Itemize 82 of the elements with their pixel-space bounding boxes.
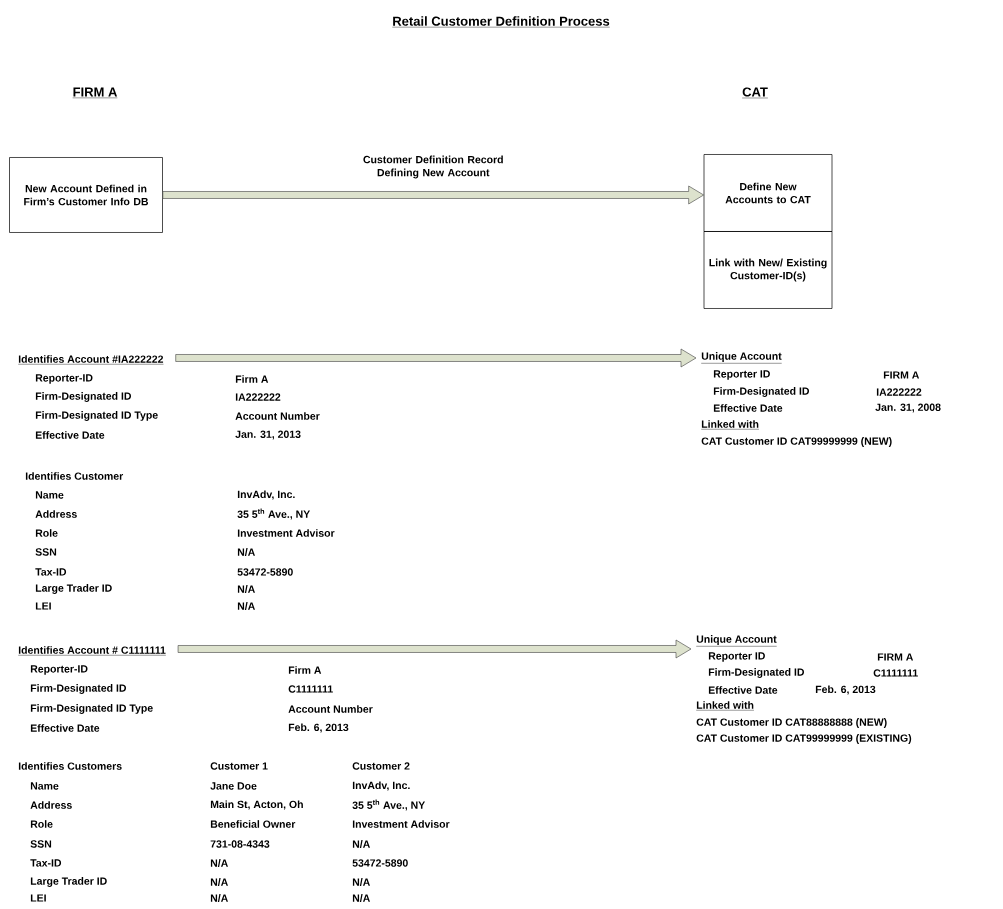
column-heading: FIRM A	[72, 87, 118, 99]
table-text: N/A	[210, 894, 228, 902]
section-heading: Identifies Account #IA222222	[18, 355, 164, 365]
table-text: Firm-Designated ID Type	[35, 411, 158, 421]
table-text: Customer 2	[352, 762, 410, 770]
table-text: Role	[35, 529, 58, 537]
table-text: Name	[30, 782, 59, 790]
table-text: Linked with	[701, 420, 760, 430]
table-text: 53472-5890	[237, 568, 293, 576]
table-text: Effective Date	[713, 404, 783, 412]
section-heading: Identifies Account # C1111111	[18, 646, 167, 656]
table-text: Beneficial Owner	[210, 820, 296, 828]
table-text: Role	[30, 820, 53, 828]
table-text: Main St, Acton, Oh	[210, 800, 303, 810]
table-text: 35 5$^{th}$ Ave., NY	[237, 508, 310, 520]
table-text: N/A	[237, 602, 255, 610]
table-text: Firm-Designated ID	[713, 387, 809, 397]
table-text: Address	[35, 510, 77, 518]
table-text: Firm-Designated ID	[708, 668, 804, 678]
table-text: Investment Advisor	[352, 820, 450, 828]
process-box: Define New Accounts to CAT	[703, 154, 833, 232]
table-text: Firm A	[288, 666, 322, 674]
block-arrow	[162, 185, 704, 205]
table-text: Identifies Customer	[25, 472, 124, 480]
table-text: Large Trader ID	[35, 584, 112, 594]
table-text: Feb. 6, 2013	[288, 723, 349, 733]
table-text: Effective Date	[30, 724, 100, 732]
edge-label: Customer Definition Record Defining New Account	[363, 155, 503, 179]
table-text: Firm-Designated ID	[35, 392, 131, 402]
table-text: Firm-Designated ID	[30, 684, 126, 694]
table-text: LEI	[30, 894, 46, 902]
table-text: Linked with	[696, 701, 755, 711]
table-text: CAT Customer ID CAT99999999 (NEW)	[701, 437, 892, 447]
table-text: SSN	[30, 840, 52, 848]
table-text: C1111111	[873, 669, 918, 677]
section-heading: Unique Account	[696, 635, 777, 647]
table-text: 53472-5890	[352, 859, 408, 867]
table-text: CAT Customer ID CAT88888888 (NEW)	[696, 718, 887, 728]
table-text: Address	[30, 801, 72, 809]
table-text: LEI	[35, 602, 51, 610]
table-text: Feb. 6, 2013	[815, 685, 876, 695]
block-arrow	[177, 639, 692, 659]
table-text: CAT Customer ID CAT99999999 (EXISTING)	[696, 734, 912, 744]
table-text: Account Number	[235, 412, 320, 420]
table-text: Effective Date	[35, 431, 105, 439]
table-text: 731-08-4343	[210, 840, 270, 848]
table-text: InvAdv, Inc.	[237, 490, 295, 500]
table-text: Effective Date	[708, 686, 778, 694]
table-text: N/A	[352, 894, 370, 902]
table-text: IA222222	[876, 388, 922, 396]
table-text: Firm-Designated ID Type	[30, 704, 153, 714]
table-text: Jane Doe	[210, 782, 257, 790]
block-arrow	[175, 348, 697, 368]
table-text: Account Number	[288, 705, 373, 713]
table-text: Identifies Customers	[18, 762, 122, 770]
table-text: N/A	[352, 840, 370, 848]
table-text: C1111111	[288, 685, 333, 693]
process-box: Link with New/ Existing Customer-ID(s)	[703, 231, 833, 309]
table-text: N/A	[237, 585, 255, 593]
table-text: N/A	[352, 878, 370, 886]
table-text: IA222222	[235, 393, 281, 401]
table-text: InvAdv, Inc.	[352, 781, 410, 791]
table-text: 35 5$^{th}$ Ave., NY	[352, 799, 425, 811]
table-text: Customer 1	[210, 762, 268, 770]
table-text: Large Trader ID	[30, 877, 107, 887]
section-heading: Unique Account	[701, 352, 782, 364]
table-text: Jan. 31, 2008	[875, 403, 941, 413]
table-text: SSN	[35, 548, 57, 556]
table-text: N/A	[237, 548, 255, 556]
table-text: FIRM A	[877, 653, 914, 661]
title: Retail Customer Definition Process	[392, 16, 610, 28]
table-text: Jan. 31, 2013	[235, 430, 301, 440]
table-text: N/A	[210, 878, 228, 886]
table-text: Investment Advisor	[237, 529, 335, 537]
process-box: New Account Defined in Firm’s Customer Info DB	[9, 157, 163, 233]
table-text: FIRM A	[883, 371, 920, 379]
column-heading: CAT	[741, 87, 769, 99]
table-text: Tax-ID	[30, 859, 62, 867]
table-text: Name	[35, 491, 64, 499]
table-text: Firm A	[235, 375, 269, 383]
table-text: Tax-ID	[35, 568, 67, 576]
table-text: N/A	[210, 859, 228, 867]
